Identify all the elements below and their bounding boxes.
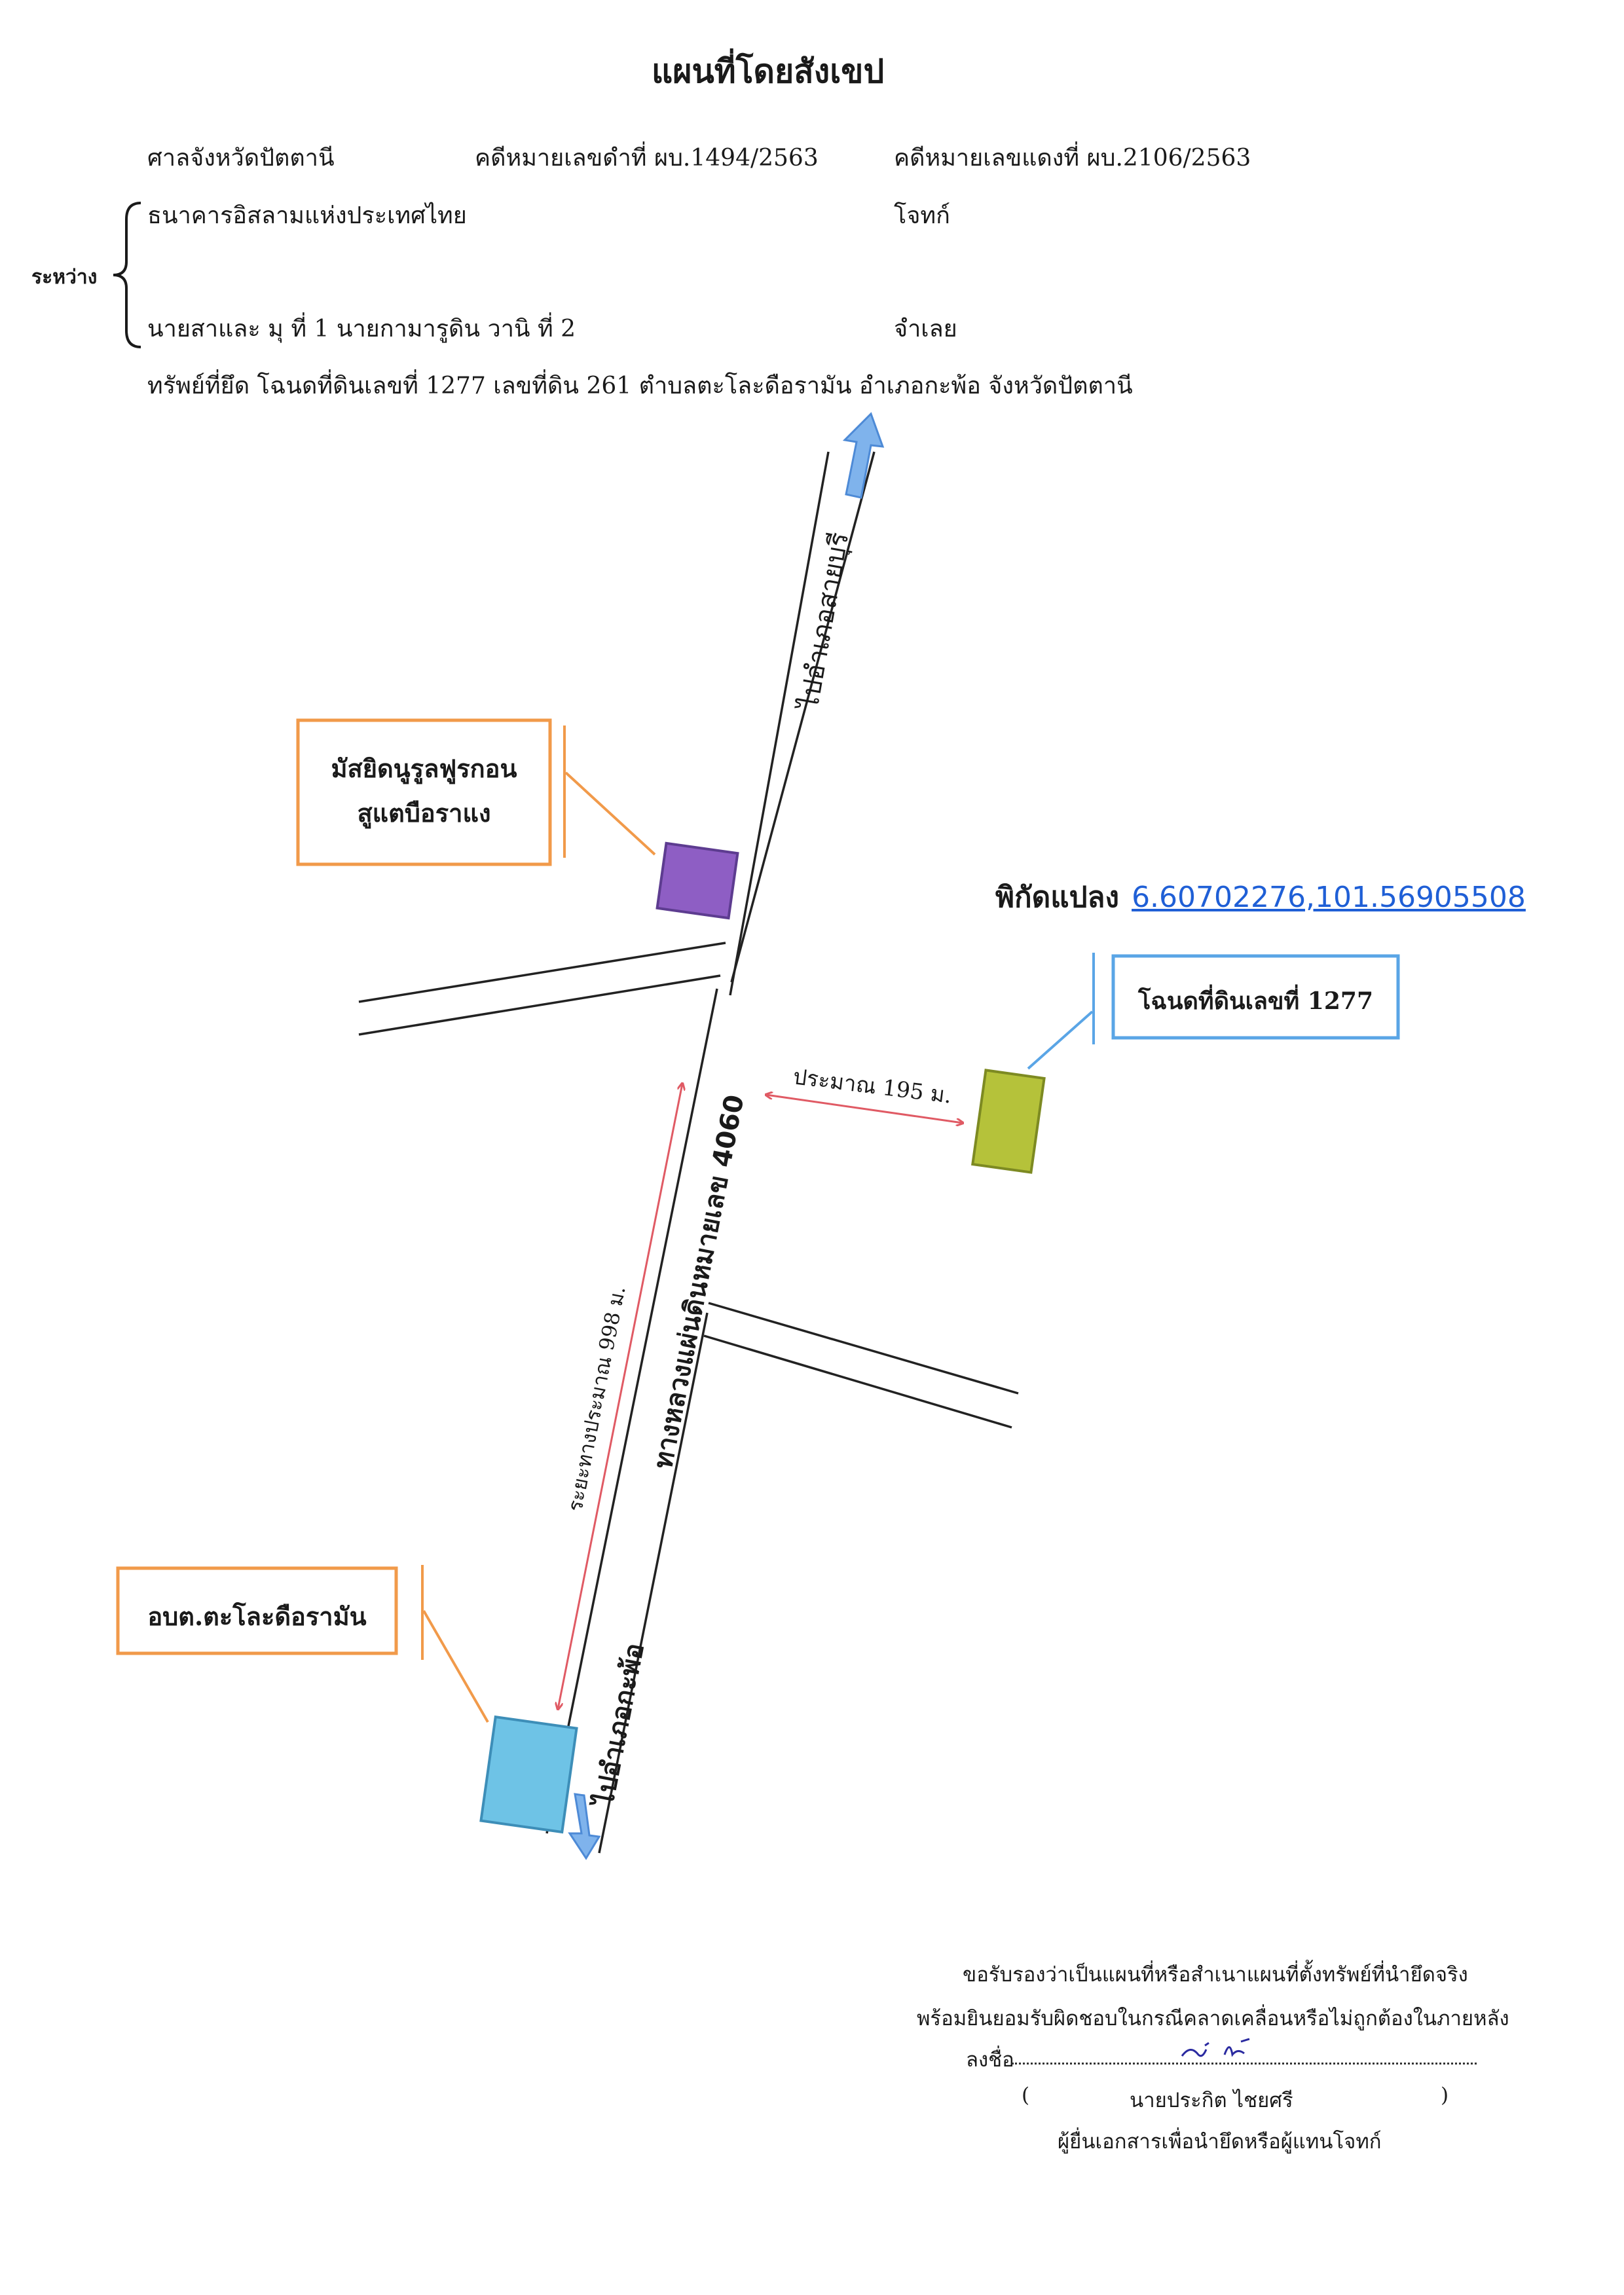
plot-callout-leader xyxy=(1027,1010,1094,1070)
coordinate-label: พิกัดแปลง xyxy=(995,881,1119,914)
office-callout-text: อบต.ตะโละดือรามัน xyxy=(147,1602,367,1631)
mosque-name-line1: มัสยิดนูรูลฟูรกอน xyxy=(331,754,517,783)
road-bottom-label: ไปอำเภอกะพ้อ xyxy=(588,1640,650,1810)
court-name: ศาลจังหวัดปัตตานี xyxy=(147,145,335,172)
defendant-role: จำเลย xyxy=(894,316,957,342)
cross-road xyxy=(358,942,1019,1429)
distance-arrow-to-plot xyxy=(766,1095,963,1123)
main-road-edge-left xyxy=(729,451,830,996)
arrow-to-saiburi xyxy=(842,412,885,499)
black-case-number: คดีหมายเลขดำที่ ผบ.1494/2563 xyxy=(475,145,819,172)
signature-dotted-line xyxy=(1012,2063,1477,2065)
side-road-upper xyxy=(708,1302,1019,1395)
coordinate-link[interactable]: 6.60702276,101.56905508 xyxy=(1132,881,1526,914)
cross-road-lower-left xyxy=(358,974,721,1036)
main-road-edge-right xyxy=(730,451,876,983)
road-top-label: ไปอำเภอสายบุรี xyxy=(794,530,855,714)
signer-open-paren: ( xyxy=(1022,2084,1030,2107)
plot-callout-text: โฉนดที่ดินเลขที่ 1277 xyxy=(1138,987,1373,1015)
seized-property: ทรัพย์ที่ยึด โฉนดที่ดินเลขที่ 1277 เลขที… xyxy=(147,373,1133,399)
sign-label: ลงชื่อ xyxy=(966,2048,1014,2072)
red-case-number: คดีหมายเลขแดงที่ ผบ.2106/2563 xyxy=(894,145,1251,172)
mosque-callout-box xyxy=(296,718,552,866)
plot-coordinate: พิกัดแปลง 6.60702276,101.56905508 xyxy=(995,874,1526,920)
page-title: แผนที่โดยสังเขป xyxy=(652,52,885,90)
mosque-name-line2: สูแตบือราแง xyxy=(357,798,491,828)
defendant-names: นายสาและ มุ ที่ 1 นายกามารูดิน วานิ ที่ … xyxy=(147,316,576,342)
between-brace xyxy=(113,202,141,348)
certify-line2: พร้อมยินยอมรับผิดชอบในกรณีคลาดเคลื่อนหรื… xyxy=(917,2007,1509,2030)
cross-road-upper-left xyxy=(358,942,726,1003)
signer-role: ผู้ยื่นเอกสารเพื่อนำยึดหรือผู้แทนโจทก์ xyxy=(1058,2130,1382,2154)
signature-mark xyxy=(1181,2038,1250,2057)
signer-name: นายประกิต ไชยศรี xyxy=(1130,2089,1293,2112)
office-callout-leader xyxy=(422,1610,489,1723)
plaintiff-name: ธนาคารอิสลามแห่งประเทศไทย xyxy=(147,202,467,229)
arrow-to-kapho xyxy=(568,1793,601,1860)
road-main-label: ทางหลวงแผ่นดินหมายเลข 4060 xyxy=(648,1092,750,1471)
side-road-lower xyxy=(703,1334,1012,1429)
plot-callout-box xyxy=(1111,954,1400,1040)
office-callout-box xyxy=(116,1566,398,1655)
signer-close-paren: ) xyxy=(1441,2084,1449,2107)
plot-marker xyxy=(971,1069,1046,1174)
between-label: ระหว่าง xyxy=(31,266,98,289)
plaintiff-role: โจทก์ xyxy=(894,202,950,229)
mosque-callout-text: มัสยิดนูรูลฟูรกอน สูแตบือราแง xyxy=(298,746,550,835)
mosque-marker xyxy=(655,841,739,920)
distance-arrow-along-road xyxy=(558,1084,682,1709)
certify-line1: ขอรับรองว่าเป็นแผนที่หรือสำเนาแผนที่ตั้ง… xyxy=(963,1963,1468,1987)
mosque-callout-leader xyxy=(564,771,656,856)
office-marker xyxy=(479,1715,578,1834)
